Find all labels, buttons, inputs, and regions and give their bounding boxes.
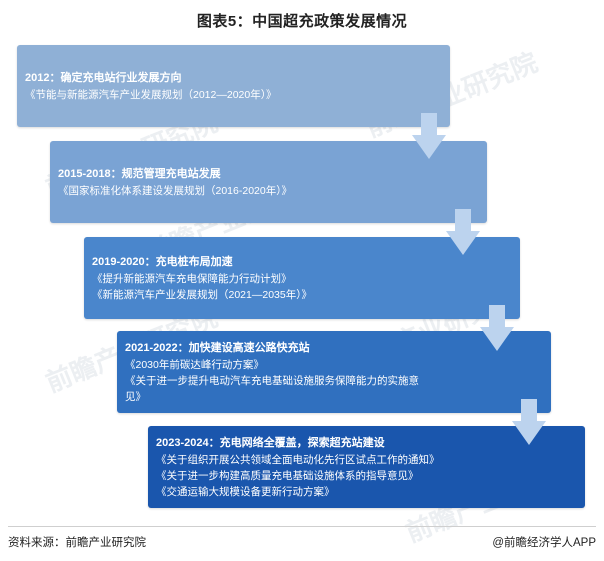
brand-credit: @前瞻经济学人APP [492,534,596,550]
down-arrow-icon [412,113,446,159]
step-doc: 《关于进一步提升电动汽车充电基础设施服务保障能力的实施意 [125,374,419,387]
timeline-step-2019-2020: 2019-2020：充电桩布局加速 《提升新能源汽车充电保障能力行动计划》 《新… [84,237,520,319]
step-doc: 《新能源汽车产业发展规划（2021—2035年）》 [92,288,312,301]
step-title: 2015-2018：规范管理充电站发展 [58,167,221,180]
down-arrow-icon [512,399,546,445]
step-doc: 《2030年前碳达峰行动方案》 [125,358,264,371]
step-title: 2012：确定充电站行业发展方向 [25,71,182,84]
timeline-step-2023-2024: 2023-2024：充电网络全覆盖，探索超充站建设 《关于组织开展公共领域全面电… [148,426,585,508]
step-title: 2019-2020：充电桩布局加速 [92,255,233,268]
chart-title: 图表5：中国超充政策发展情况 [196,13,408,30]
step-doc: 《节能与新能源汽车产业发展规划（2012—2020年）》 [25,88,277,101]
brand-credit-text: @前瞻经济学人APP [492,537,596,549]
step-doc: 《关于组织开展公共领域全面电动化先行区试点工作的通知》 [156,453,440,466]
source-note: 资料来源：前瞻产业研究院 [8,537,146,549]
step-doc: 《交通运输大规模设备更新行动方案》 [156,485,335,498]
footer-divider [8,526,596,527]
timeline-step-2015-2018: 2015-2018：规范管理充电站发展 《国家标准化体系建设发展规划（2016-… [50,141,487,223]
step-title: 2023-2024：充电网络全覆盖，探索超充站建设 [156,436,385,449]
down-arrow-icon [446,209,480,255]
step-doc: 《提升新能源汽车充电保障能力行动计划》 [92,272,292,285]
step-title: 2021-2022：加快建设高速公路快充站 [125,341,310,354]
timeline-step-2021-2022: 2021-2022：加快建设高速公路快充站 《2030年前碳达峰行动方案》 《关… [117,331,551,413]
down-arrow-icon [480,305,514,351]
step-doc: 见》 [125,390,146,403]
step-doc: 《关于进一步构建高质量充电基础设施体系的指导意见》 [156,469,419,482]
step-doc: 《国家标准化体系建设发展规划（2016-2020年）》 [58,184,292,197]
timeline-step-2012: 2012：确定充电站行业发展方向 《节能与新能源汽车产业发展规划（2012—20… [17,45,450,127]
